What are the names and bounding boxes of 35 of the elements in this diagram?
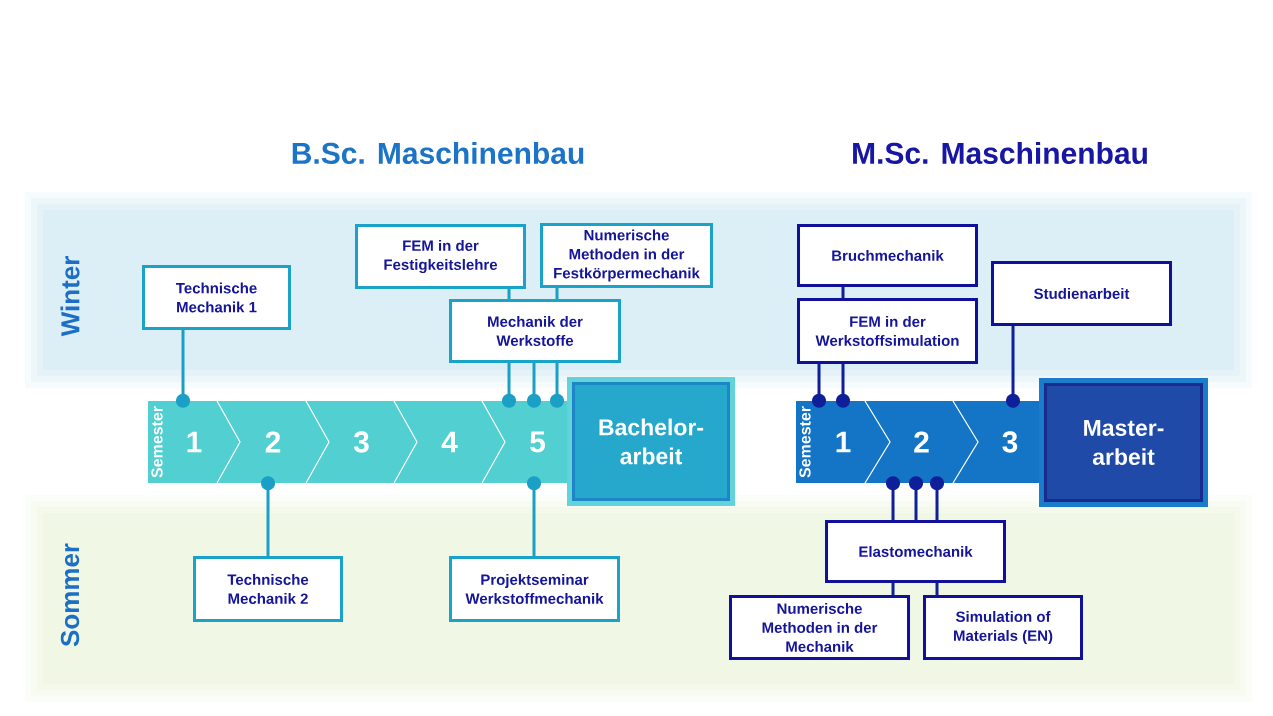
course-box: Bruchmechanik [797,224,978,287]
node-label: 3 [353,431,369,453]
course-box: Numerische Methoden in der Festkörpermechanik [540,223,713,288]
course-box: Elastomechanik [825,520,1006,583]
band-label: Semester [151,406,163,478]
thesis-box: Master- arbeit [1039,378,1208,507]
connector-line [555,288,559,299]
semester-step: 3 [305,400,417,484]
section-title: M.Sc. Maschinenbau [853,141,1147,164]
course-box: Projektseminar Werkstoffmechanik [449,556,620,622]
node-label: 1 [836,431,851,453]
course-box: Studienarbeit [991,261,1172,326]
node-label: 5 [530,431,546,453]
connector-line [891,583,895,595]
node-label: 2 [914,431,929,453]
course-box: Numerische Methoden in der Mechanik [729,595,910,660]
semester-step: 2 [864,400,978,484]
node-label: 4 [441,431,458,453]
course-box: Simulation of Materials (EN) [923,595,1083,660]
thesis-box: Bachelor- arbeit [567,377,735,506]
course-box: FEM in der Festigkeitslehre [355,224,526,289]
course-box: Technische Mechanik 1 [142,265,291,330]
node-label: 3 [1002,431,1018,453]
band-label: Semester [799,406,811,478]
course-box: FEM in der Werkstoffsimulation [797,298,978,364]
connector-line [935,583,939,595]
node-label: 1 [187,431,202,453]
course-box: Mechanik der Werkstoffe [449,299,621,363]
semester-step: 4 [393,400,505,484]
section-title: B.Sc. Maschinenbau [292,141,584,164]
semester-step: 2 [216,400,329,484]
node-label: 2 [265,431,281,453]
connector-line [507,289,511,299]
connector-line [841,287,845,298]
course-box: Technische Mechanik 2 [193,556,343,622]
